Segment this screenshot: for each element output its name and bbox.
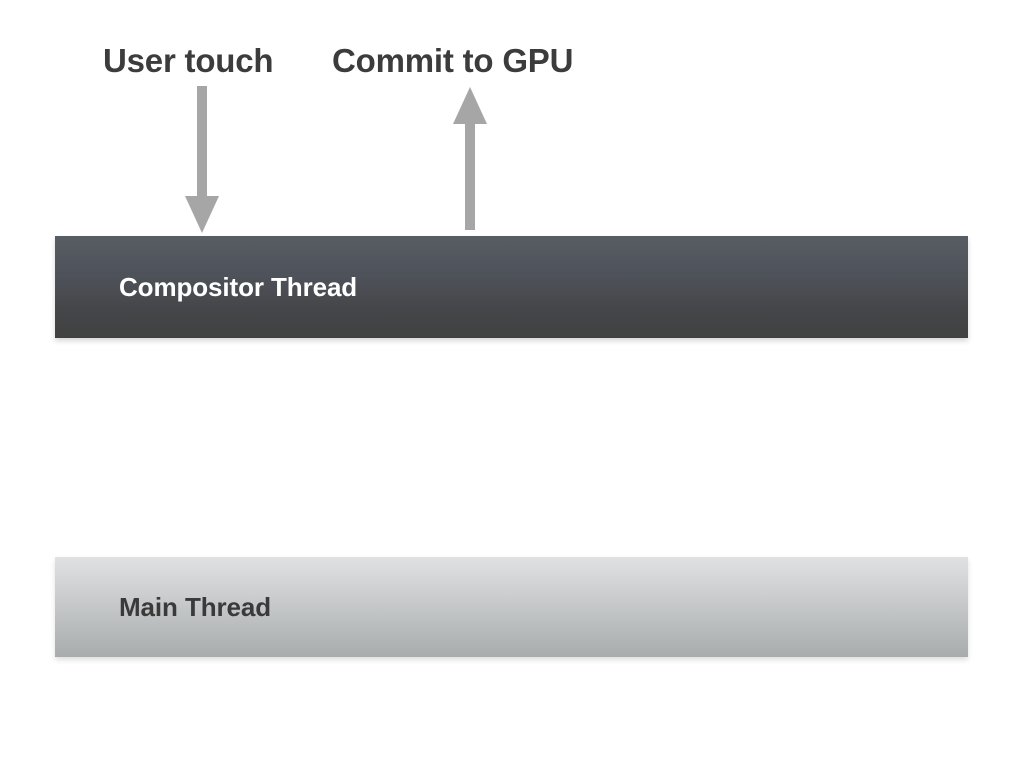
lane-compositor-thread: Compositor Thread	[55, 236, 968, 338]
arrow-down-icon	[183, 86, 221, 234]
annotation-label-user-touch: User touch	[103, 42, 274, 79]
lane-label-main-thread: Main Thread	[119, 592, 272, 622]
lane-main-thread: Main Thread	[55, 557, 968, 657]
annotation-label-commit-to-gpu: Commit to GPU	[332, 42, 574, 79]
arrow-up-icon	[451, 86, 489, 230]
lane-label-compositor-thread: Compositor Thread	[119, 272, 358, 302]
